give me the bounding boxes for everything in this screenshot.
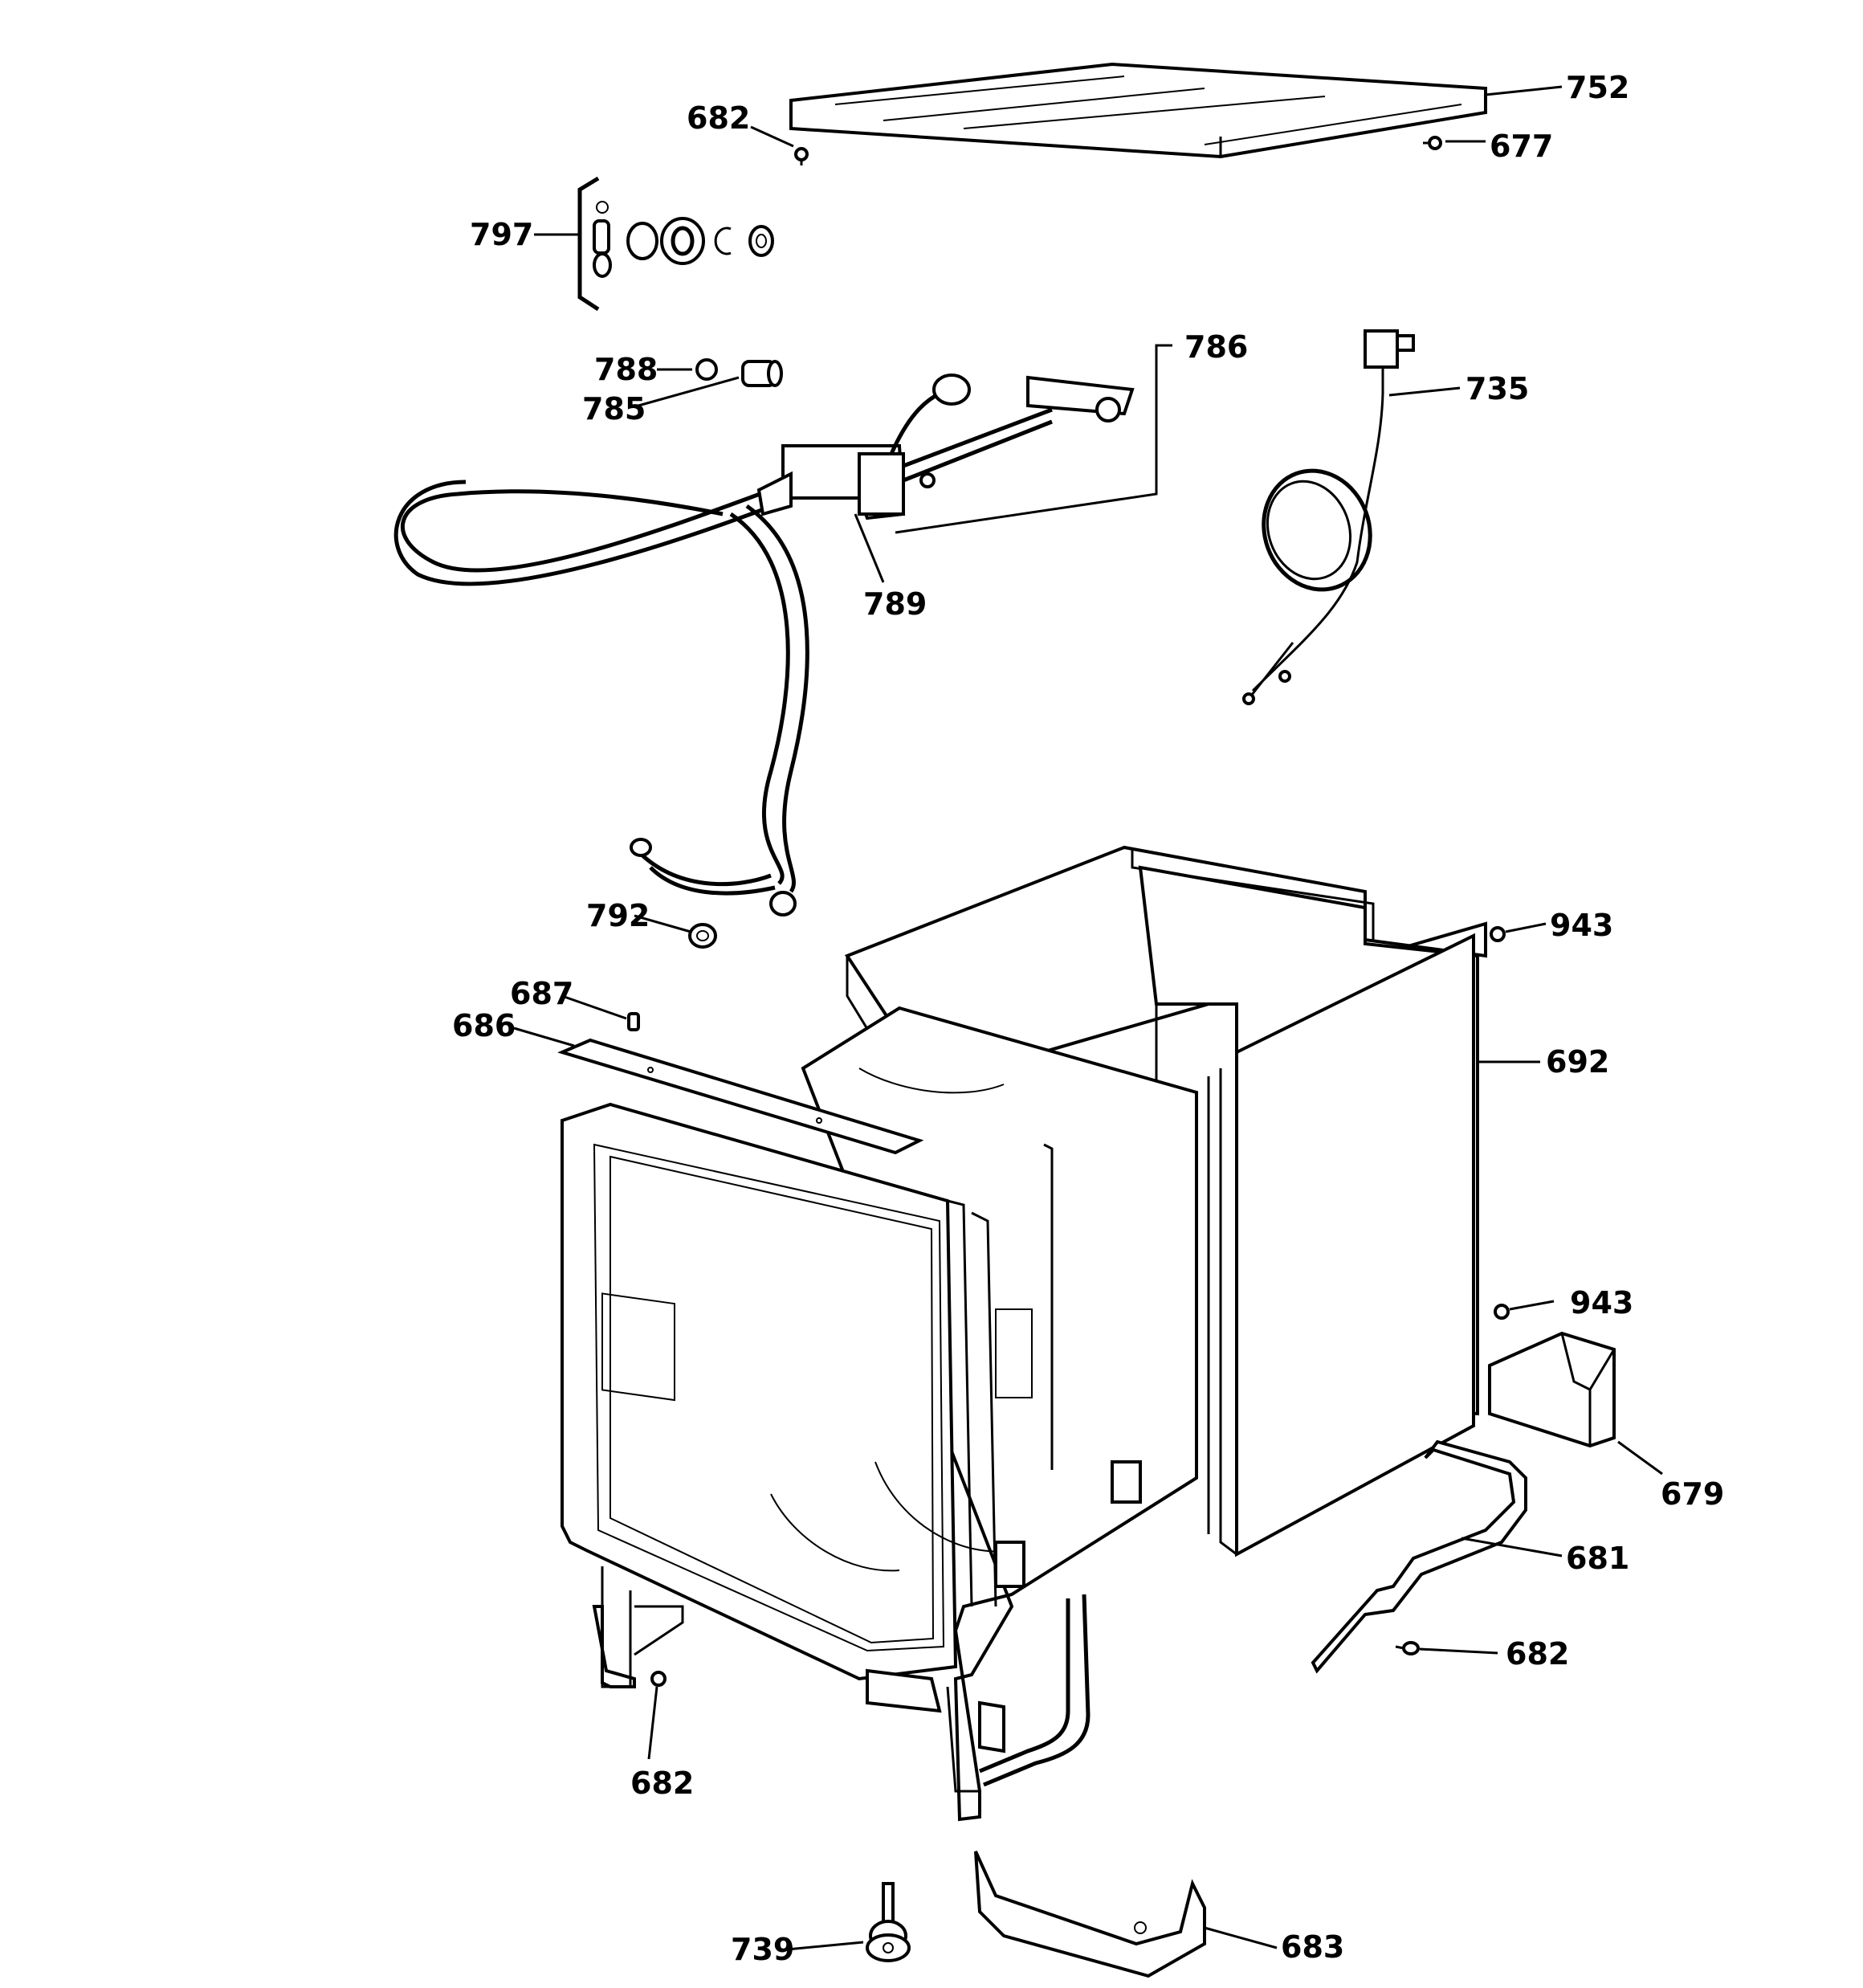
part-739-leveling-leg: [866, 1882, 911, 1962]
part-735-power-cord: [1242, 329, 1415, 705]
leader-682-bottom: [647, 1686, 658, 1760]
callout-789: 789: [863, 586, 927, 622]
part-683-rail: [974, 1851, 1206, 1978]
callout-687: 687: [510, 976, 573, 1011]
part-943-screw-bottom: [1494, 1304, 1510, 1320]
callout-735: 735: [1466, 371, 1529, 406]
callout-679: 679: [1661, 1476, 1724, 1512]
callout-683: 683: [1281, 1929, 1344, 1965]
leader-687: [561, 994, 627, 1020]
leader-943-bottom: [1509, 1300, 1555, 1311]
callout-785: 785: [582, 391, 646, 427]
part-792-nut: [688, 923, 717, 949]
leader-789: [854, 513, 885, 583]
dishwasher-tub-body: [561, 1006, 1198, 1822]
leader-752: [1485, 85, 1563, 96]
callout-682-right: 682: [1506, 1636, 1569, 1672]
part-797-fitting-kit: [577, 176, 774, 312]
callout-682-top: 682: [687, 100, 750, 136]
callout-692: 692: [1546, 1044, 1609, 1080]
callout-686: 686: [452, 1008, 516, 1043]
part-677-screw: [1423, 136, 1442, 150]
leader-681: [1461, 1537, 1563, 1557]
part-679-insulation-block: [1488, 1331, 1616, 1448]
part-682-bottom-screw: [650, 1671, 667, 1687]
leader-785: [638, 376, 740, 407]
callout-943-top: 943: [1550, 908, 1613, 943]
part-943-screw-top: [1490, 926, 1506, 942]
callout-677: 677: [1490, 129, 1553, 164]
part-687-screw: [627, 1012, 640, 1031]
leader-943-top: [1505, 922, 1547, 933]
callout-681: 681: [1566, 1541, 1629, 1576]
part-681-leg-bracket: [1311, 1439, 1527, 1674]
part-692-enclosure-panels: [844, 845, 1487, 1557]
callout-682-bottom: 682: [630, 1766, 694, 1801]
leader-792: [634, 914, 691, 933]
callout-788: 788: [594, 352, 658, 387]
callout-739: 739: [731, 1932, 794, 1967]
callout-797: 797: [470, 217, 533, 252]
leader-682-right: [1419, 1647, 1498, 1655]
leader-683: [1204, 1926, 1278, 1949]
leader-686: [513, 1027, 575, 1047]
callout-752: 752: [1566, 70, 1629, 105]
callout-943-bottom: 943: [1570, 1285, 1633, 1321]
callout-786: 786: [1184, 329, 1248, 365]
part-682-top-screw: [794, 147, 809, 165]
leader-682-top: [750, 125, 794, 148]
leader-679: [1617, 1440, 1663, 1476]
part-752-top-panel: [789, 62, 1487, 159]
part-789-fill-valve-hose-assembly: [393, 374, 1135, 916]
part-686-mounting-strip: [557, 1038, 924, 1155]
callout-792: 792: [586, 898, 650, 933]
leader-786: [895, 344, 1172, 534]
part-785-fitting: [741, 360, 783, 387]
part-788-ring: [695, 358, 718, 381]
leader-735: [1388, 386, 1461, 397]
part-682-right-screw: [1395, 1641, 1420, 1655]
leader-739: [778, 1941, 864, 1952]
